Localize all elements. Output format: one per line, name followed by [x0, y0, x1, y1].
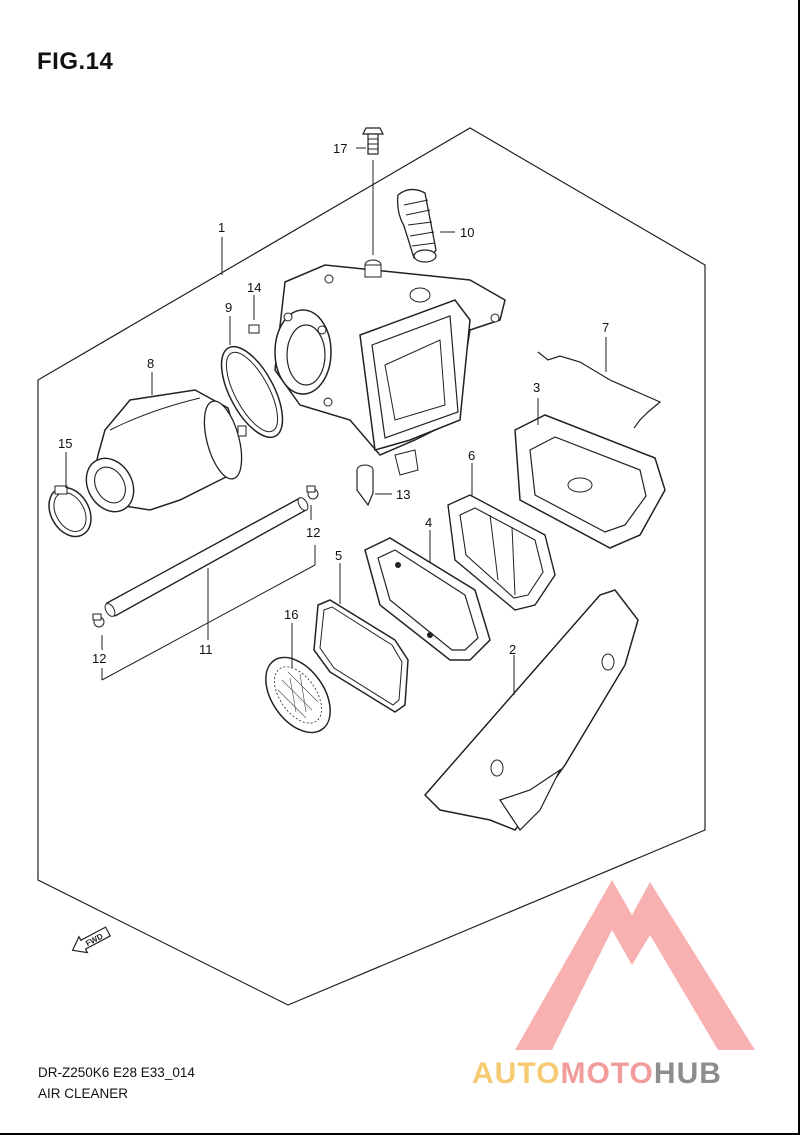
- part-11-hose: [104, 497, 309, 617]
- watermark-text-auto: AUTO: [472, 1057, 560, 1090]
- callout-16: 16: [284, 607, 298, 622]
- part-5-gasket: [313, 599, 409, 713]
- watermark-logo-mark: [515, 880, 755, 1050]
- part-10-breather-hose: [396, 188, 437, 263]
- part-6-filter-cage: [447, 494, 556, 611]
- part-9-clamp: [220, 345, 284, 439]
- watermark-text-moto: MOTO: [560, 1057, 653, 1090]
- svg-text:AUTOMOTOHUB: AUTOMOTOHUB: [472, 1057, 722, 1090]
- part-8-intake-boot: [85, 389, 243, 513]
- part-16-screen: [265, 656, 331, 734]
- part-1-air-cleaner-case: [274, 259, 506, 476]
- callout-13: 13: [396, 487, 410, 502]
- footer-section-name: AIR CLEANER: [38, 1086, 129, 1101]
- part-2-side-cover: [423, 589, 639, 831]
- callout-11: 11: [199, 642, 213, 657]
- callout-2: 2: [509, 642, 516, 657]
- callout-10: 10: [460, 225, 474, 240]
- callout-6: 6: [468, 448, 475, 463]
- part-3-filter-element: [514, 414, 666, 549]
- callout-5: 5: [335, 548, 342, 563]
- fwd-arrow-icon: FWD: [71, 926, 112, 954]
- part-15-clamp: [48, 485, 92, 538]
- part-12-clips: [92, 485, 319, 628]
- part-4-filter-holder: [364, 537, 491, 661]
- callout-9: 9: [225, 300, 232, 315]
- part-17-bolt: [362, 127, 384, 255]
- callout-3: 3: [533, 380, 540, 395]
- callout-15: 15: [58, 436, 72, 451]
- assembly-outline: [37, 127, 706, 1006]
- callout-17: 17: [333, 141, 347, 156]
- footer-model-code: DR-Z250K6 E28 E33_014: [38, 1065, 195, 1080]
- part-13-drain-plug: [356, 464, 374, 507]
- part-7-wire: [537, 351, 662, 429]
- callout-14: 14: [247, 280, 261, 295]
- callout-8: 8: [147, 356, 154, 371]
- callout-7: 7: [602, 320, 609, 335]
- watermark-text-hub: HUB: [654, 1057, 722, 1090]
- callout-4: 4: [425, 515, 432, 530]
- callout-1: 1: [218, 220, 225, 235]
- leader-lines: [65, 147, 607, 695]
- watermark-logo: AUTOMOTOHUB: [472, 880, 755, 1090]
- callout-12-lower: 12: [92, 651, 106, 666]
- callout-12-upper: 12: [306, 525, 320, 540]
- figure-title: FIG.14: [37, 48, 114, 75]
